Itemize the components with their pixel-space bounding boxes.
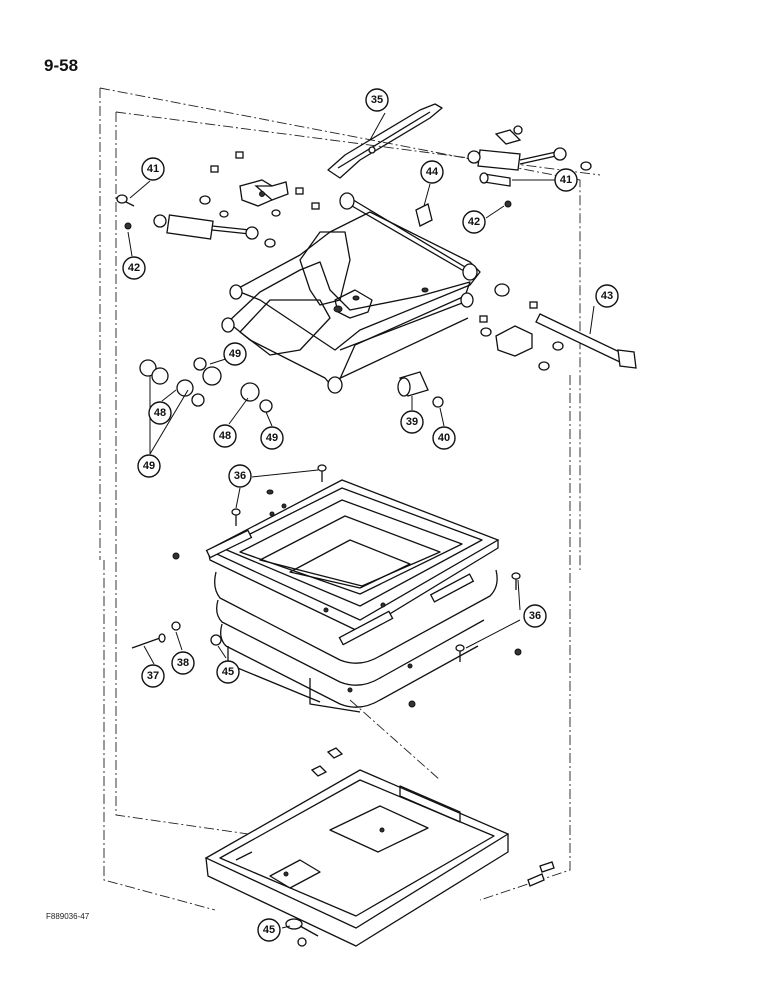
callout-49-left: 49 — [137, 454, 161, 478]
callout-49-upper: 49 — [223, 342, 247, 366]
callout-45-middle: 45 — [216, 660, 240, 684]
svg-text:44: 44 — [426, 166, 439, 178]
bellows-housing — [131, 464, 522, 713]
base-plate — [204, 747, 555, 947]
svg-text:49: 49 — [143, 460, 155, 472]
svg-text:38: 38 — [177, 657, 189, 669]
svg-text:41: 41 — [560, 174, 572, 186]
callout-36-upper: 36 — [228, 464, 252, 488]
svg-text:42: 42 — [128, 262, 140, 274]
svg-text:49: 49 — [266, 432, 278, 444]
right-shock-absorber — [467, 125, 592, 208]
svg-text:49: 49 — [229, 348, 241, 360]
part-43-shaft — [479, 283, 637, 371]
svg-text:42: 42 — [468, 216, 480, 228]
callout-45-bottom: 45 — [257, 918, 281, 942]
svg-text:48: 48 — [219, 430, 231, 442]
callout-35: 35 — [365, 88, 389, 112]
callout-37: 37 — [141, 664, 165, 688]
suspension-mechanism — [221, 192, 481, 394]
callout-36-right: 36 — [523, 604, 547, 628]
figure-code: F889036-47 — [46, 912, 90, 921]
callout-41-left: 41 — [141, 157, 165, 181]
callout-39: 39 — [400, 410, 424, 434]
svg-text:36: 36 — [234, 470, 246, 482]
svg-text:39: 39 — [406, 416, 418, 428]
callout-49-right: 49 — [260, 426, 284, 450]
part-44-block — [415, 203, 433, 227]
page-number: 9-58 — [44, 56, 79, 75]
bushings-and-washers — [139, 357, 444, 413]
svg-text:37: 37 — [147, 670, 159, 682]
callout-48-right: 48 — [213, 424, 237, 448]
svg-text:41: 41 — [147, 163, 159, 175]
phantom-outline — [99, 87, 601, 911]
callout-44: 44 — [420, 160, 444, 184]
callout-38: 38 — [171, 651, 195, 675]
callout-42-right: 42 — [462, 210, 486, 234]
svg-text:48: 48 — [154, 407, 166, 419]
callout-40: 40 — [432, 426, 456, 450]
svg-text:45: 45 — [222, 666, 234, 678]
svg-text:45: 45 — [263, 924, 275, 936]
callout-42-left: 42 — [122, 256, 146, 280]
svg-text:35: 35 — [371, 94, 383, 106]
svg-text:36: 36 — [529, 610, 541, 622]
svg-text:43: 43 — [601, 290, 613, 302]
callout-43: 43 — [595, 284, 619, 308]
svg-text:40: 40 — [438, 432, 450, 444]
left-shock-absorber — [116, 151, 320, 248]
callout-41-right: 41 — [554, 168, 578, 192]
callout-48-left: 48 — [148, 401, 172, 425]
leader-lines — [127, 112, 595, 929]
